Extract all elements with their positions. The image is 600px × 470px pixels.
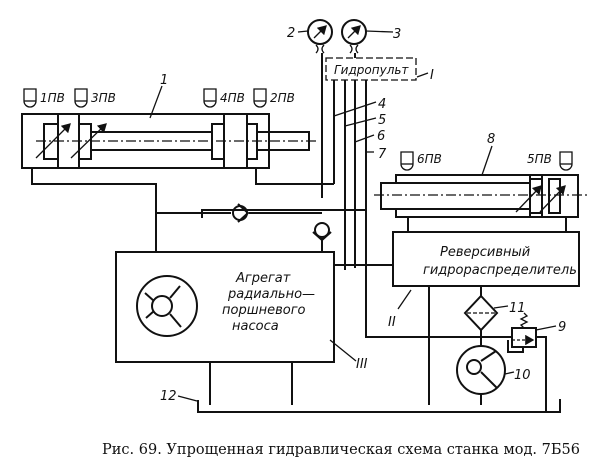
pump-unit-III: Агрегат радиально— поршневого насоса III [115, 251, 368, 372]
gauge-icon [341, 19, 367, 45]
label-unit-I: I [430, 68, 434, 83]
pump-unit-text-4: насоса [232, 319, 279, 334]
spring-icon [519, 312, 529, 329]
relief-valve-icon [511, 327, 537, 348]
label-line-7: 7 [378, 147, 387, 162]
label-unit-II: II [388, 315, 396, 330]
limit-switch-6pv: 6ПВ [400, 151, 442, 171]
limit-switch-2pv: 2ПВ [253, 88, 295, 108]
label-line-5: 5 [378, 113, 386, 128]
figure-caption: Рис. 69. Упрощенная гидравлическая схема… [102, 442, 580, 458]
check-valve-horizontal [232, 203, 250, 223]
adjustable-arrow-icon [70, 123, 107, 159]
relief-valve-9: 9 [507, 312, 566, 412]
label-6pv: 6ПВ [417, 152, 442, 166]
pressure-gauge-3: 3 [341, 19, 401, 54]
limit-switch-icon [23, 88, 37, 108]
filter-11: 11 [463, 294, 526, 346]
distributor-text-1: Реверсивный [440, 245, 530, 260]
label-1pv: 1ПВ [40, 91, 65, 105]
distributor-box [392, 231, 580, 287]
tank-12: 12 [160, 389, 561, 413]
label-filter-11: 11 [509, 301, 526, 316]
hydropanel-I: Гидропульт I [325, 57, 434, 83]
check-valve-icon [314, 222, 330, 238]
distributor-text-2: гидрораспределитель [423, 263, 577, 278]
limit-switch-4pv: 4ПВ [203, 88, 245, 108]
hydropanel-label: Гидропульт [334, 63, 409, 77]
cylinder-1: 1 [21, 73, 316, 169]
limit-switch-5pv: 5ПВ [527, 151, 573, 171]
reversing-distributor-II: Реверсивный гидрораспределитель II [388, 231, 580, 330]
limit-switch-icon [203, 88, 217, 108]
gauge-icon [307, 19, 333, 45]
pump-unit-text-2: радиально— [227, 287, 315, 302]
label-gauge-3: 3 [393, 27, 401, 42]
adjustable-arrow-icon [539, 185, 566, 213]
label-3pv: 3ПВ [91, 91, 116, 105]
limit-switch-icon [253, 88, 267, 108]
limit-switch-3pv: 3ПВ [74, 88, 116, 108]
pump-10: 10 [456, 345, 531, 405]
limit-switch-icon [74, 88, 88, 108]
label-tank-12: 12 [160, 389, 177, 404]
check-valve-vertical [312, 222, 332, 252]
label-pump-10: 10 [514, 368, 531, 383]
radial-piston-pump-icon [136, 275, 198, 337]
hydropanel-box [325, 57, 417, 81]
adjustable-arrow-icon [35, 123, 71, 159]
label-cylinder-1: 1 [160, 73, 168, 88]
adjustable-arrow-icon [515, 185, 542, 213]
label-unit-III: III [356, 357, 368, 372]
check-valve-icon [232, 205, 248, 221]
pump-unit-text-1: Агрегат [235, 271, 291, 286]
limit-switch-1pv: 1ПВ [23, 88, 65, 108]
label-4pv: 4ПВ [220, 91, 245, 105]
cylinder-8: 8 [374, 132, 590, 218]
label-5pv: 5ПВ [527, 152, 552, 166]
label-cylinder-8: 8 [487, 132, 495, 147]
pump-unit-text-3: поршневого [222, 303, 306, 318]
pressure-gauge-2: 2 [287, 19, 333, 54]
label-line-6: 6 [377, 129, 385, 144]
limit-switch-icon [400, 151, 414, 171]
limit-switch-icon [559, 151, 573, 171]
label-valve-9: 9 [558, 320, 566, 335]
label-gauge-2: 2 [287, 26, 295, 41]
label-2pv: 2ПВ [270, 91, 295, 105]
tank-line [197, 399, 561, 413]
label-line-4: 4 [378, 97, 386, 112]
